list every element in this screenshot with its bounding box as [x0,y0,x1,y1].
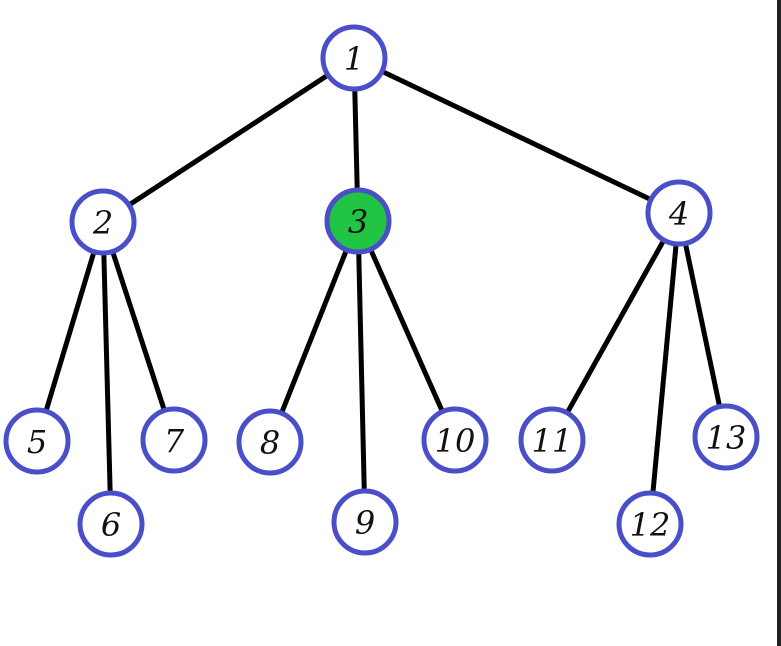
edge-2-6 [101,253,113,493]
node-label-2: 2 [92,204,113,242]
node-circle-7 [140,406,208,474]
node-label-10: 10 [435,422,476,460]
node-circle-1 [320,24,388,92]
node-circle-13 [692,403,760,471]
node-6: 6 [77,490,145,558]
canvas-right-border [777,0,781,646]
edge-1-4 [382,70,651,201]
node-label-11: 11 [532,422,573,460]
node-label-6: 6 [101,506,121,544]
node-5: 5 [3,407,71,475]
node-label-9: 9 [355,504,375,542]
node-circle-12 [616,490,684,558]
node-7: 7 [140,406,208,474]
node-circle-11 [518,406,586,474]
node-4: 4 [645,179,713,247]
node-circle-5 [3,407,71,475]
node-circle-3 [324,187,392,255]
node-2: 2 [69,188,137,256]
node-label-7: 7 [164,422,185,460]
edge-4-11 [566,240,665,413]
node-circle-4 [645,179,713,247]
edge-3-9 [356,252,367,491]
node-label-1: 1 [344,40,364,78]
node-label-12: 12 [630,506,671,544]
edge-2-7 [111,251,166,411]
node-12: 12 [616,490,684,558]
node-11: 11 [518,406,586,474]
node-10: 10 [421,406,489,474]
node-1: 1 [320,24,388,92]
edge-4-12 [650,244,679,493]
node-label-13: 13 [706,419,747,457]
edge-4-13 [683,243,722,407]
edge-3-8 [280,250,348,413]
node-3: 3 [324,187,392,255]
node-label-8: 8 [260,424,280,462]
edge-2-5 [44,252,96,411]
edge-3-10 [369,249,444,412]
node-circle-6 [77,490,145,558]
node-9: 9 [331,488,399,556]
node-circle-10 [421,406,489,474]
node-circle-2 [69,188,137,256]
edge-1-3 [352,89,360,190]
node-13: 13 [692,403,760,471]
node-circle-8 [236,408,304,476]
edges-layer [44,70,722,493]
node-label-4: 4 [668,195,689,233]
node-label-5: 5 [27,423,47,461]
node-8: 8 [236,408,304,476]
node-label-3: 3 [348,203,368,241]
node-circle-9 [331,488,399,556]
edge-1-2 [128,74,329,206]
